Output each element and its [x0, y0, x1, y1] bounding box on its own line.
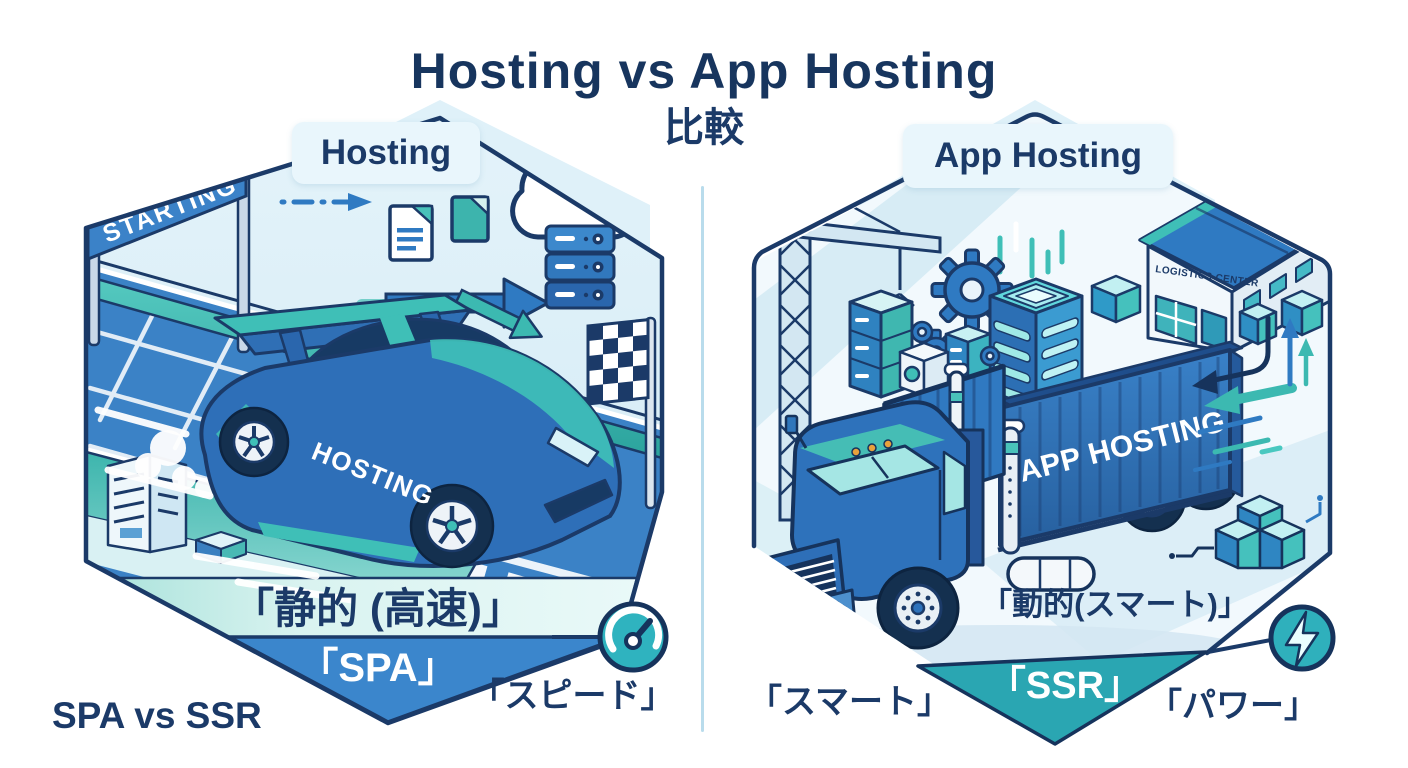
cube-stack-icon	[1169, 494, 1323, 570]
document-icon	[388, 204, 434, 262]
shipping-container: APP HOSTING	[998, 340, 1244, 547]
right-triangle-label: 「SSR」	[987, 665, 1143, 707]
document-icon-teal	[450, 195, 490, 243]
right-panel-title: App Hosting	[903, 124, 1173, 188]
left-panel-illustration: STARTING	[83, 100, 669, 726]
left-band-label: 「静的 (高速)」	[232, 585, 524, 632]
page-title: Hosting vs App Hosting	[410, 43, 998, 99]
footer-text: SPA vs SSR	[52, 695, 262, 736]
panel-divider	[701, 186, 704, 732]
cube-icon	[1090, 274, 1142, 324]
left-panel-title: Hosting	[292, 122, 480, 184]
flow-arrows	[1192, 315, 1314, 472]
dashed-arrow-icon	[279, 193, 372, 211]
front-wheel	[409, 483, 495, 569]
arrow-diagonal-icon	[454, 288, 543, 340]
right-panel-illustration: LOGISTICS CENTER	[751, 100, 1336, 746]
rear-wheel	[218, 406, 290, 478]
left-triangle-label: 「SPA」	[298, 646, 458, 690]
lightning-icon	[1207, 604, 1336, 672]
race-car: HOSTING	[94, 293, 622, 604]
speedometer-icon	[552, 601, 669, 673]
server-stack-icon	[544, 224, 616, 310]
right-caption-right: 「パワー」	[1148, 687, 1318, 725]
right-band-label: 「動的(スマート)」	[981, 587, 1249, 622]
right-panel-border	[751, 112, 1333, 656]
right-caption-left: 「スマート」	[748, 683, 951, 721]
left-panel-border	[83, 115, 665, 726]
page-subtitle: 比較	[664, 106, 744, 150]
truck-front-wheel	[876, 566, 960, 650]
left-caption: 「スピード」	[470, 677, 675, 715]
checkered-flag-icon	[586, 316, 657, 510]
right-triangle	[916, 650, 1208, 746]
